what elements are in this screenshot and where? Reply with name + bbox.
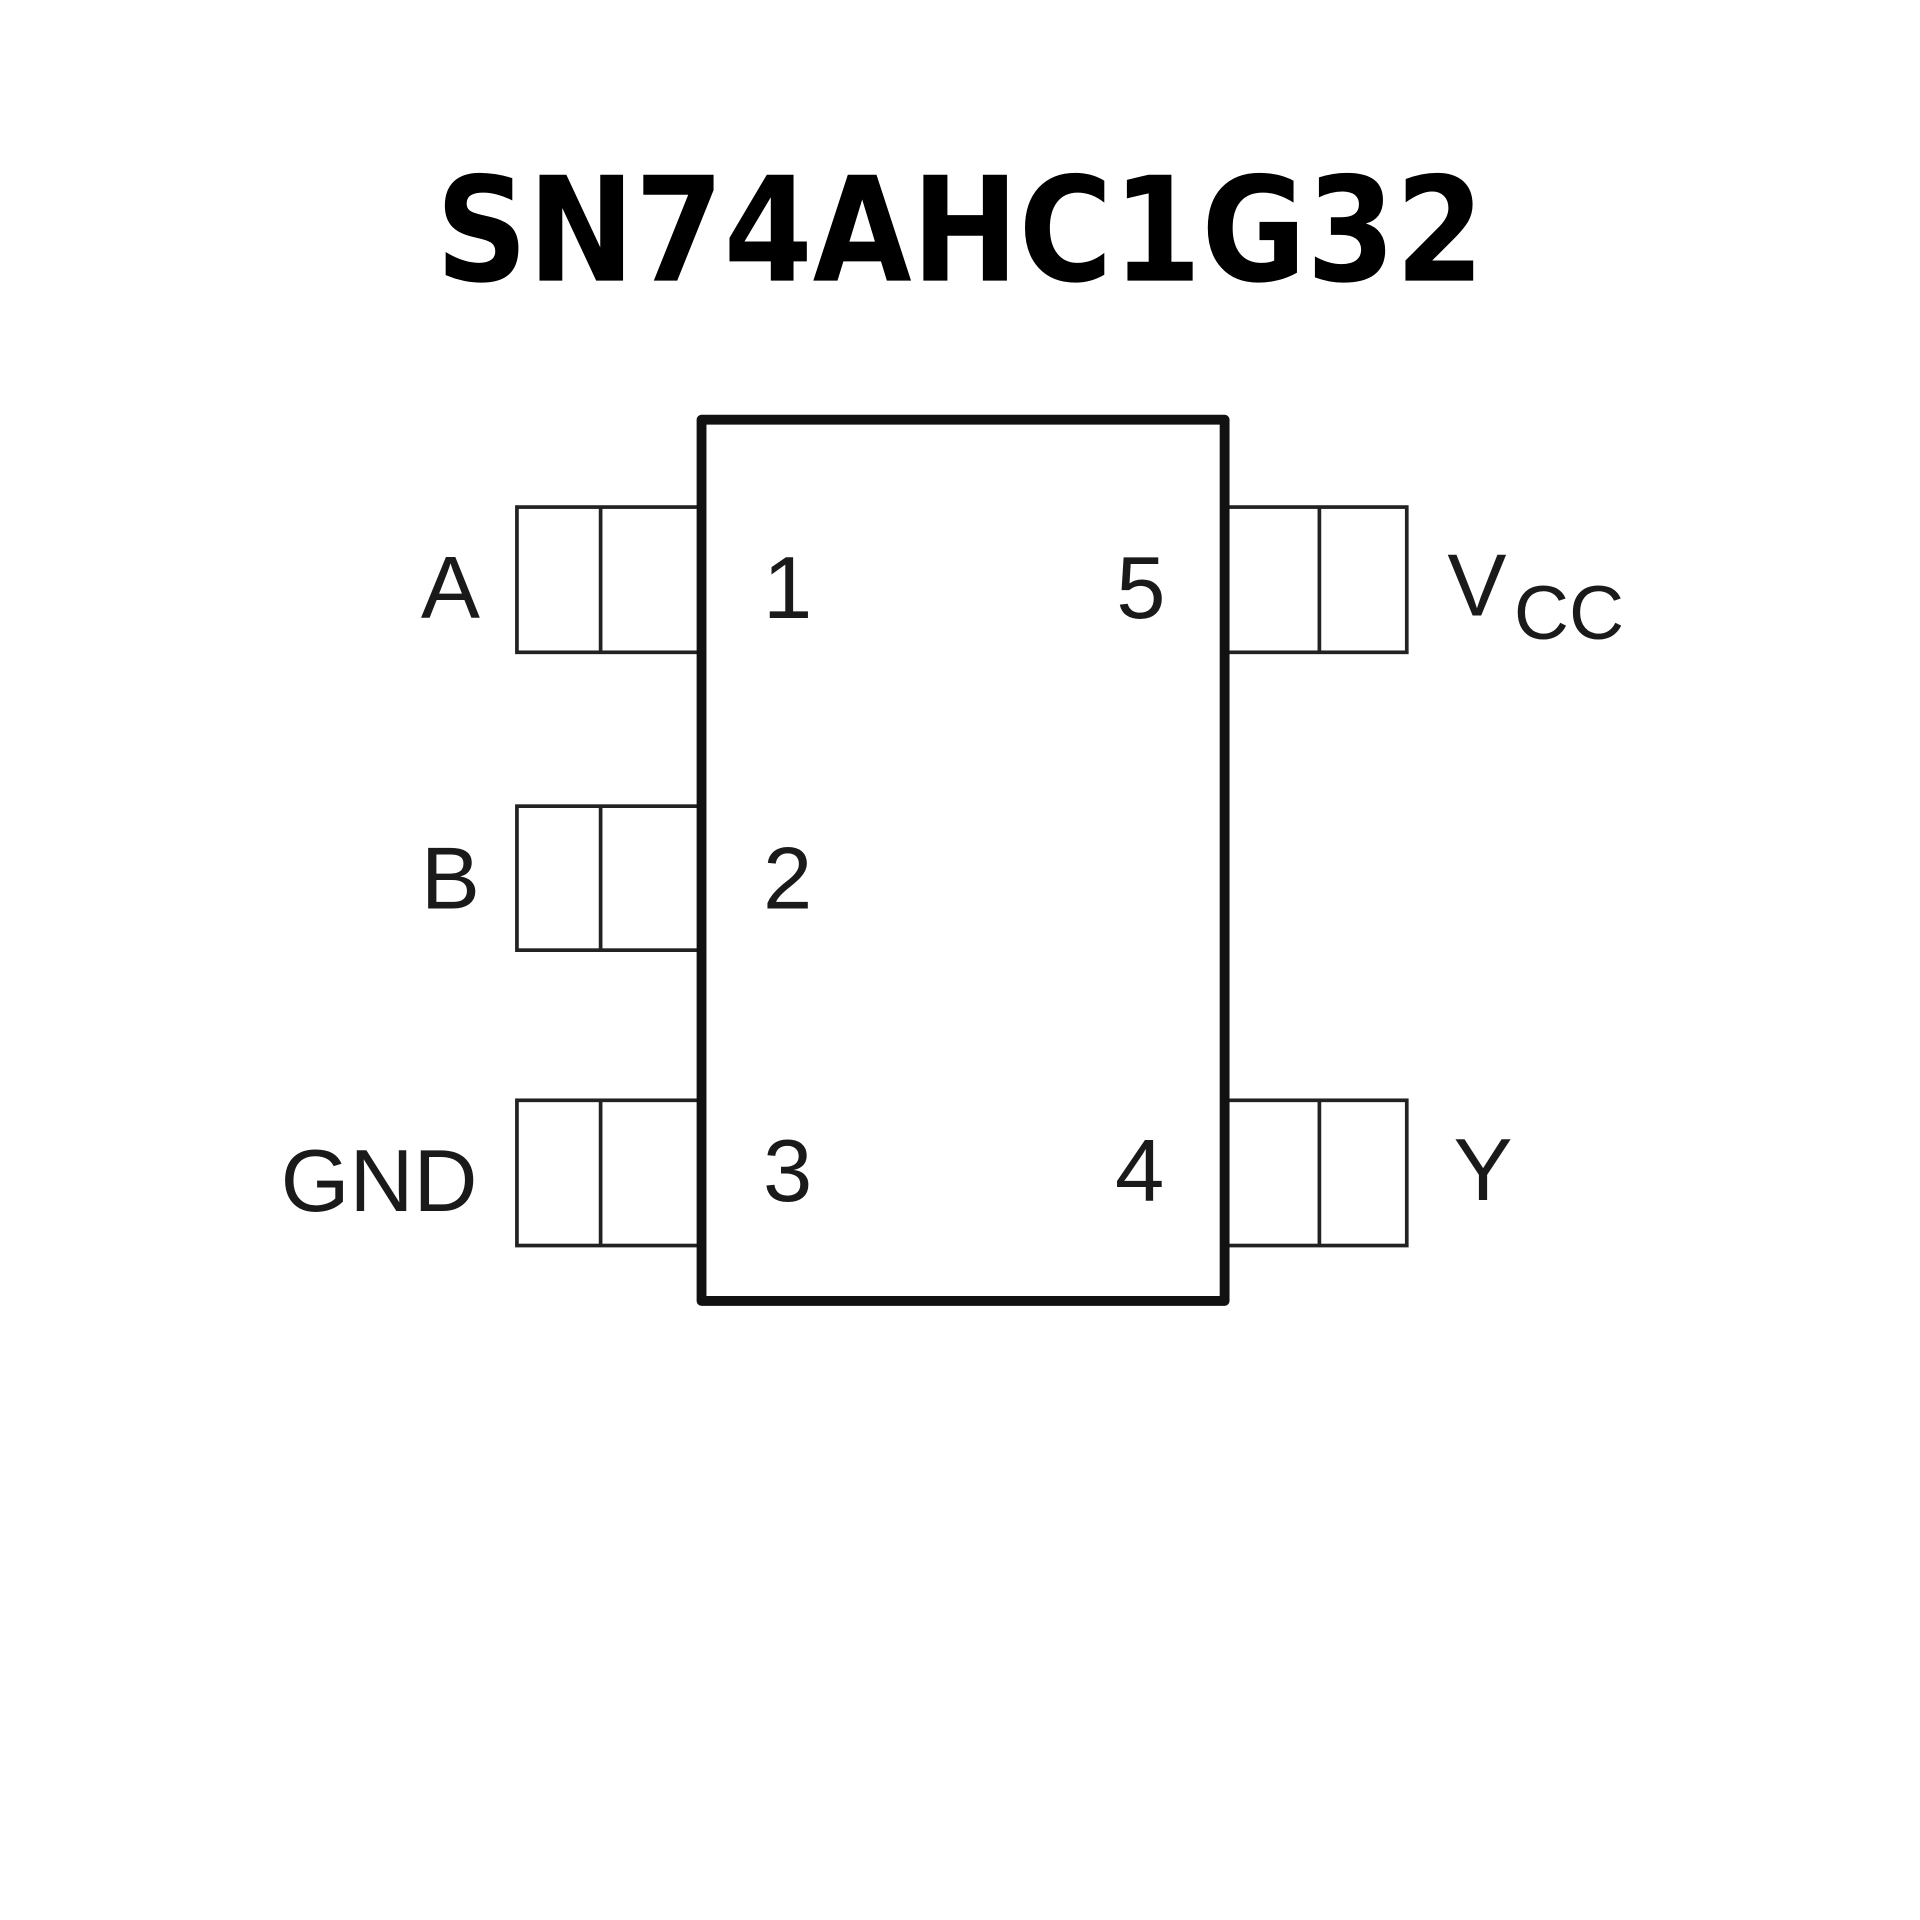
pin-2-number: 2 [763, 828, 812, 927]
pin-3-number: 3 [763, 1121, 812, 1220]
pin-5-name-subscript: CC [1514, 571, 1624, 656]
pin-1-name: A [421, 538, 480, 637]
pin-2 [515, 804, 704, 952]
pin-5-number: 5 [1116, 538, 1165, 637]
pin-2-name: B [421, 828, 480, 927]
chip-title: SN74AHC1G32 [436, 147, 1485, 316]
pin-1-number: 1 [763, 538, 812, 637]
pin-4-number: 4 [1115, 1121, 1164, 1220]
pin-5 [1222, 505, 1409, 655]
chip-body [696, 414, 1230, 1306]
pin-5-name: V [1447, 535, 1506, 634]
pin-4 [1222, 1098, 1409, 1248]
pin-1 [515, 505, 704, 655]
pin-3 [515, 1098, 704, 1248]
pin-4-name: Y [1454, 1120, 1513, 1219]
pin-3-name: GND [281, 1131, 478, 1230]
